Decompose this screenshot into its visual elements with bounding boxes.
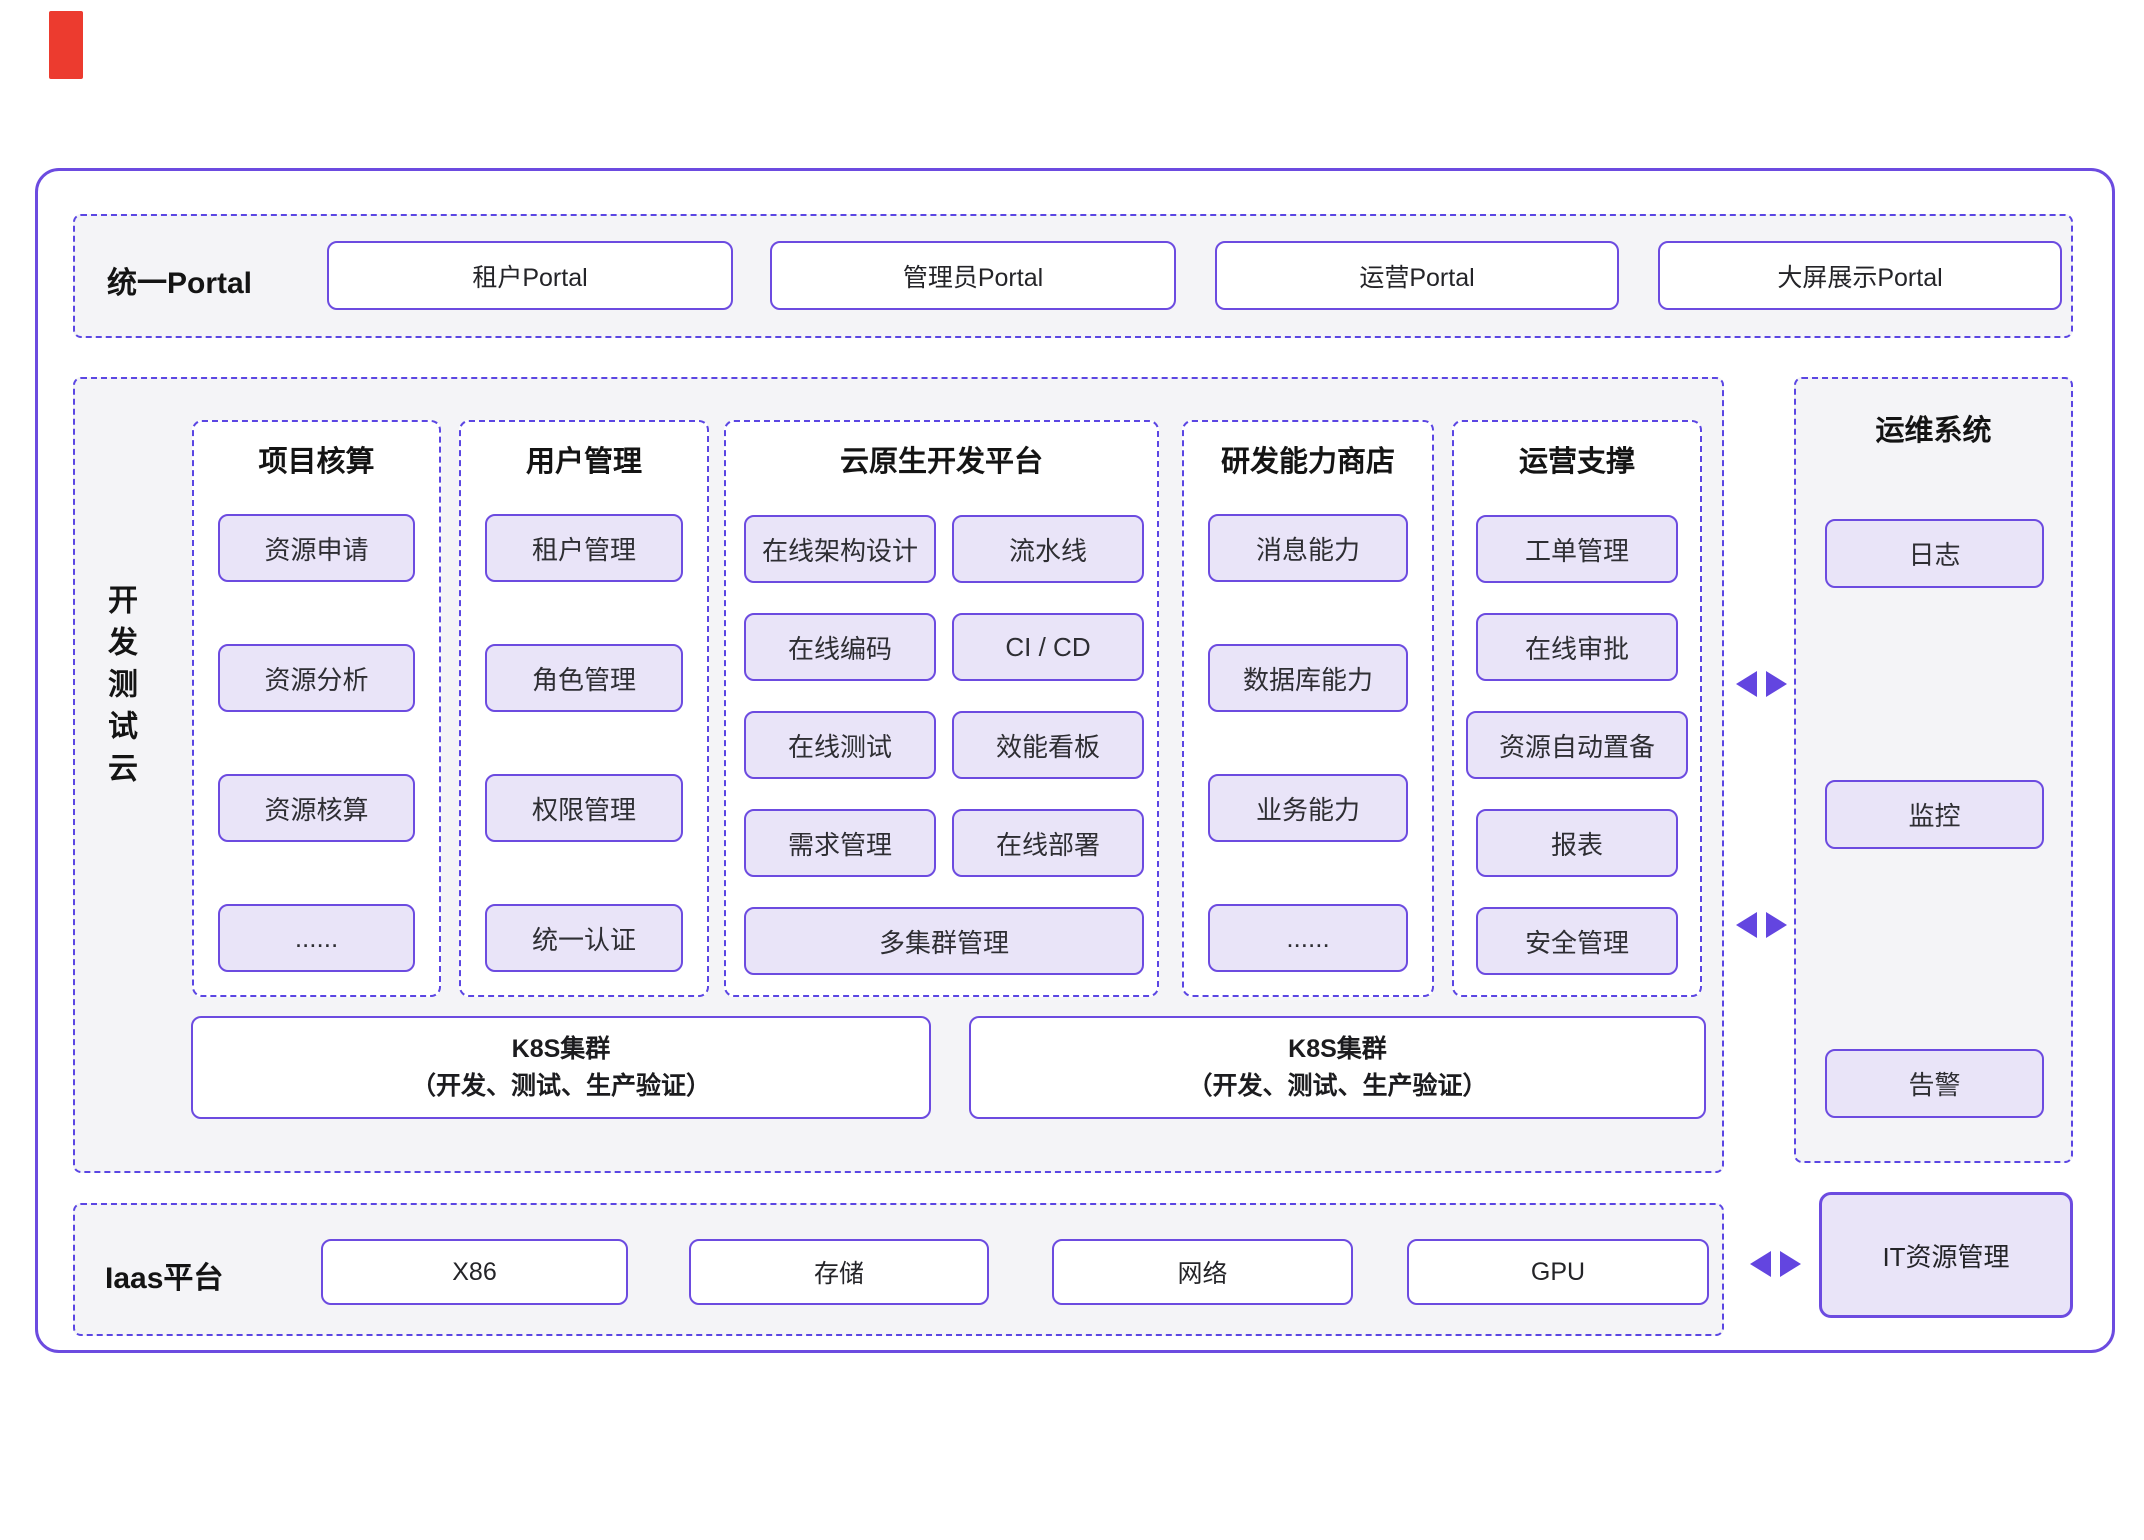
portal-box-admin: 管理员Portal [770,241,1176,310]
item-box: 角色管理 [485,644,683,712]
item-box: ...... [218,904,415,972]
k8s-cluster-box-1: K8S集群 （开发、测试、生产验证） [191,1016,931,1119]
item-box: 资源核算 [218,774,415,842]
item-box: 安全管理 [1476,907,1678,975]
unified-portal-section: 统一Portal 租户Portal 管理员Portal 运营Portal 大屏展… [73,214,2073,338]
item-box: 在线测试 [744,711,936,779]
item-box: 效能看板 [952,711,1144,779]
item-box: 在线审批 [1476,613,1678,681]
item-box: 数据库能力 [1208,644,1408,712]
column-title: 运营支撑 [1518,446,1635,478]
item-box: 消息能力 [1208,514,1408,582]
k8s-line1: K8S集群 [511,1035,611,1064]
right-arrow-icon [1766,671,1787,697]
ops-system-section: 运维系统 日志 监控 告警 [1794,377,2073,1163]
column-user-management: 用户管理 租户管理 角色管理 权限管理 统一认证 [459,420,709,997]
item-box: 监控 [1825,780,2044,849]
iaas-platform-label: Iaas平台 [105,1262,224,1295]
item-box: 报表 [1476,809,1678,877]
column-cloud-native-platform: 云原生开发平台 在线架构设计 在线编码 在线测试 需求管理 流水线 CI / C… [724,420,1159,997]
item-box: 流水线 [952,515,1144,583]
k8s-line2: （开发、测试、生产验证） [410,1071,711,1100]
right-arrow-icon [1780,1251,1801,1277]
k8s-line1: K8S集群 [1288,1035,1387,1064]
devtest-cloud-section: 开发测试云 项目核算 资源申请 资源分析 资源核算 ...... 用户管理 租户… [73,377,1724,1173]
item-box: 统一认证 [485,904,683,972]
item-box: 权限管理 [485,774,683,842]
devtest-cloud-label: 开发测试云 [103,584,136,794]
item-box: 日志 [1825,519,2044,588]
item-box: 在线架构设计 [744,515,936,583]
iaas-box-gpu: GPU [1407,1239,1709,1305]
ops-system-title: 运维系统 [1875,415,1992,447]
k8s-cluster-box-2: K8S集群 （开发、测试、生产验证） [969,1016,1706,1119]
item-box: 告警 [1825,1049,2044,1118]
left-arrow-icon [1750,1251,1771,1277]
column-title: 云原生开发平台 [839,446,1043,478]
column-rd-capability-store: 研发能力商店 消息能力 数据库能力 业务能力 ...... [1182,420,1434,997]
k8s-line2: （开发、测试、生产验证） [1187,1071,1488,1100]
iaas-box-network: 网络 [1052,1239,1353,1305]
item-box: CI / CD [952,613,1144,681]
iaas-box-x86: X86 [321,1239,628,1305]
column-title: 研发能力商店 [1220,446,1395,478]
right-arrow-icon [1766,912,1787,938]
item-box: 资源申请 [218,514,415,582]
item-box: 资源自动置备 [1466,711,1688,779]
item-box: 租户管理 [485,514,683,582]
item-box: 工单管理 [1476,515,1678,583]
column-title: 用户管理 [525,446,642,478]
iaas-platform-section: Iaas平台 X86 存储 网络 GPU [73,1203,1724,1336]
column-operation-support: 运营支撑 工单管理 在线审批 资源自动置备 报表 安全管理 [1452,420,1702,997]
red-marker [49,11,83,79]
left-arrow-icon [1736,671,1757,697]
iaas-box-storage: 存储 [689,1239,989,1305]
portal-box-bigscreen: 大屏展示Portal [1658,241,2062,310]
it-resource-management-box: IT资源管理 [1819,1192,2073,1318]
portal-box-operation: 运营Portal [1215,241,1619,310]
item-box: ...... [1208,904,1408,972]
portal-box-tenant: 租户Portal [327,241,733,310]
item-box: 在线编码 [744,613,936,681]
item-box: 资源分析 [218,644,415,712]
item-box: 在线部署 [952,809,1144,877]
item-box: 业务能力 [1208,774,1408,842]
column-title: 项目核算 [258,446,375,478]
item-box: 多集群管理 [744,907,1144,975]
left-arrow-icon [1736,912,1757,938]
unified-portal-label: 统一Portal [107,267,253,300]
column-project-accounting: 项目核算 资源申请 资源分析 资源核算 ...... [192,420,441,997]
item-box: 需求管理 [744,809,936,877]
